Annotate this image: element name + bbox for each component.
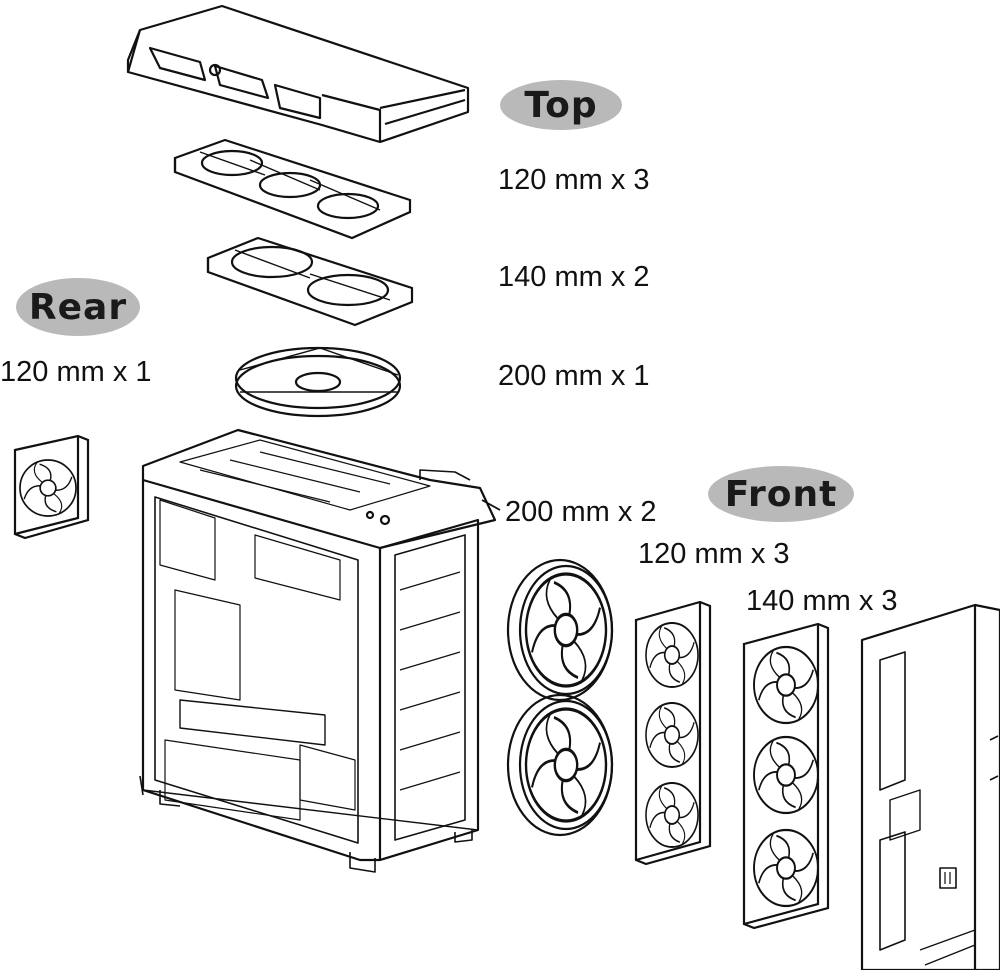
front-spec-200: 200 mm x 2 xyxy=(505,496,657,528)
front-spec-120: 120 mm x 3 xyxy=(638,538,790,570)
leader-line xyxy=(481,499,501,511)
rear-label: Rear xyxy=(16,278,140,336)
top-fan-frame-140 xyxy=(206,236,414,327)
front-spec-140: 140 mm x 3 xyxy=(746,585,898,617)
top-spec-140: 140 mm x 2 xyxy=(498,261,650,293)
front-fans-120 xyxy=(636,602,710,864)
front-fans-140 xyxy=(744,624,828,928)
rear-fan-120 xyxy=(15,436,88,538)
front-label: Front xyxy=(708,466,854,522)
top-label: Top xyxy=(500,80,622,130)
front-fans-200 xyxy=(508,560,612,835)
rear-spec-120: 120 mm x 1 xyxy=(0,356,152,388)
top-fan-200 xyxy=(234,346,402,418)
rear-label-text: Rear xyxy=(28,286,128,328)
top-panel xyxy=(126,4,470,144)
top-label-text: Top xyxy=(524,84,598,126)
top-spec-200: 200 mm x 1 xyxy=(498,360,650,392)
top-spec-120: 120 mm x 3 xyxy=(498,164,650,196)
front-panel xyxy=(860,603,1000,970)
case-body xyxy=(139,428,497,873)
front-label-text: Front xyxy=(724,473,838,515)
top-fan-frame-120 xyxy=(173,138,412,240)
